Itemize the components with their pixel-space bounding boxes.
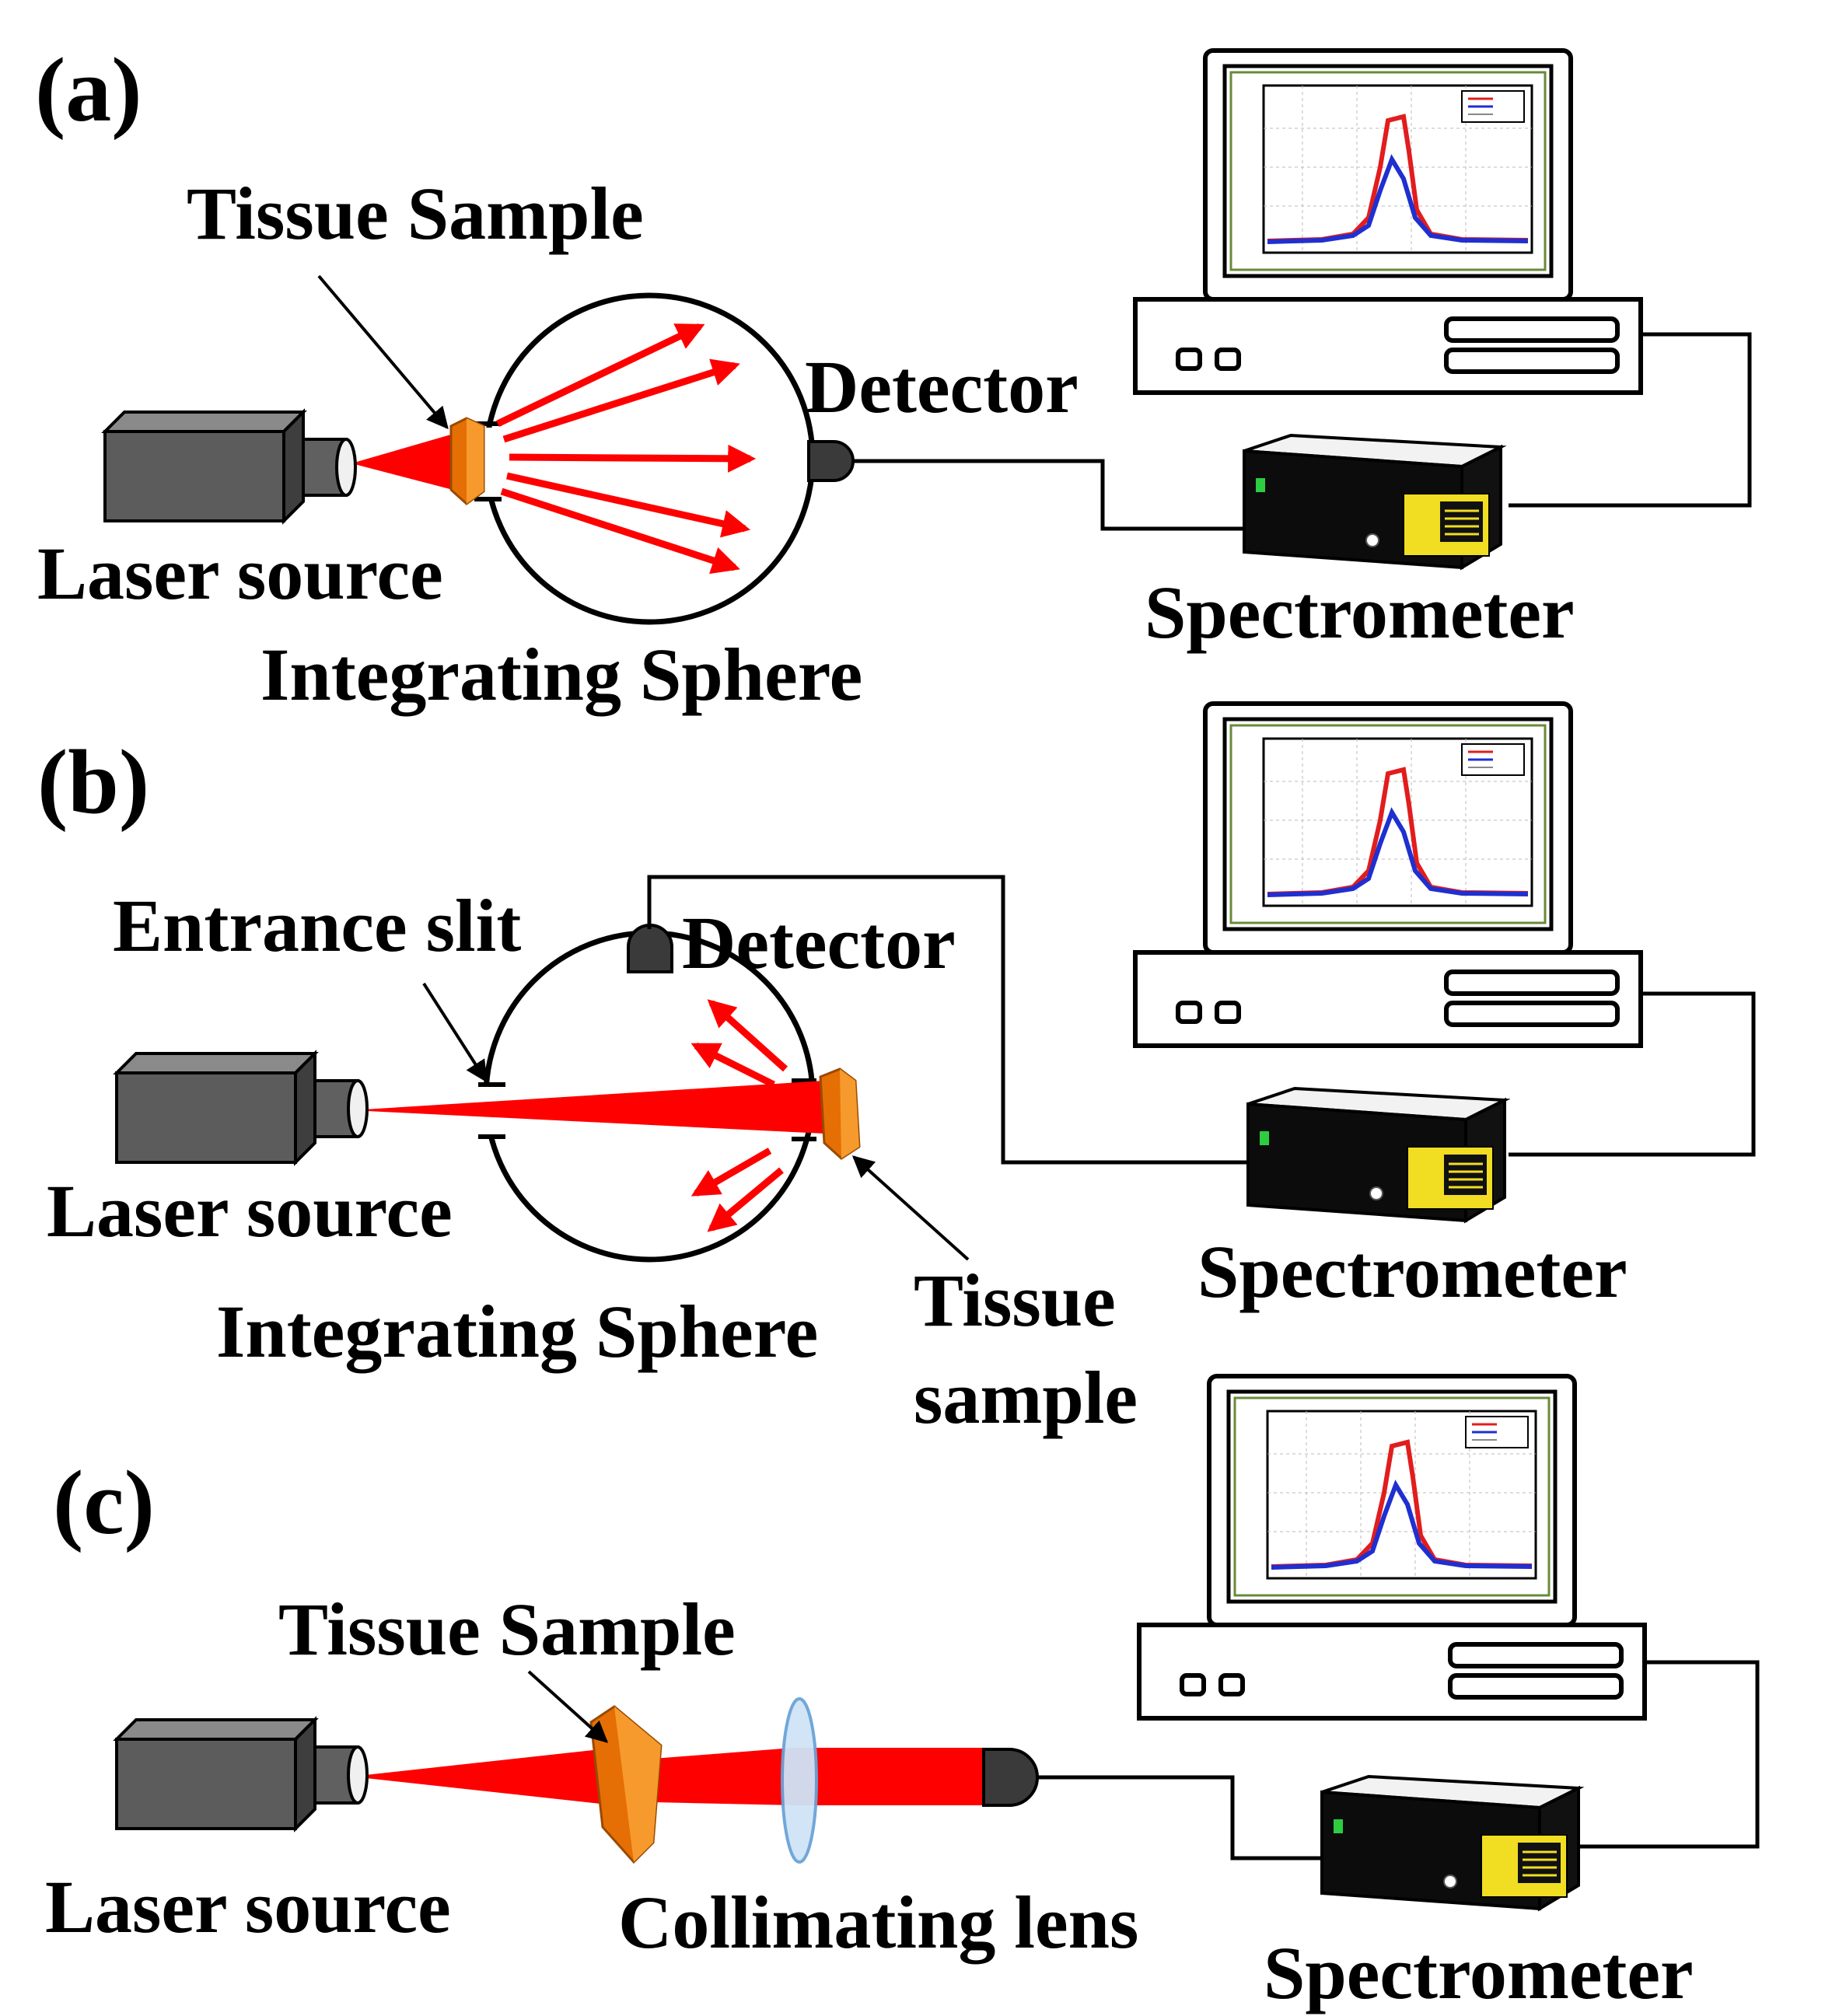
panel-a-fiber-cable bbox=[853, 459, 1260, 531]
panel-b-spectrometer-label: Spectrometer bbox=[1197, 1230, 1627, 1313]
panel-c-tissue-pointer bbox=[527, 1670, 609, 1743]
panel-c-spectrometer-icon bbox=[1320, 1775, 1580, 1910]
panel-c-tissue-sample bbox=[589, 1705, 663, 1864]
panel-c: (c) Tissue Sample Laser source Collimati… bbox=[45, 1376, 1760, 2014]
panel-a-scattered-light bbox=[496, 323, 757, 575]
panel-c-label: (c) bbox=[53, 1452, 155, 1553]
panel-c-laser-beam bbox=[351, 1748, 614, 1805]
panel-b-fiber-cable bbox=[647, 875, 1248, 1165]
panel-a-data-cable bbox=[1509, 332, 1752, 508]
panel-c-fiber-cable bbox=[1038, 1775, 1326, 1861]
panel-b-computer-icon bbox=[1135, 704, 1641, 1046]
panel-a-detector-icon bbox=[807, 440, 855, 482]
panel-b-tissue-label-1: Tissue bbox=[914, 1259, 1116, 1342]
panel-b-detector-icon bbox=[627, 924, 673, 973]
panel-a-laser-beam bbox=[351, 432, 459, 491]
panel-c-laser-label: Laser source bbox=[45, 1865, 451, 1948]
panel-a: (a) Tissue Sample D bbox=[35, 39, 1752, 716]
panel-a-laser-label: Laser source bbox=[37, 532, 443, 615]
panel-c-collimated-beam bbox=[653, 1748, 988, 1805]
panel-b-tissue-pointer bbox=[851, 1155, 970, 1261]
panel-b-slit-label: Entrance slit bbox=[113, 884, 521, 967]
panel-b-laser-source-icon bbox=[115, 1052, 369, 1164]
panel-a-spectrometer-label: Spectrometer bbox=[1145, 571, 1575, 654]
panel-b-label: (b) bbox=[37, 731, 149, 833]
panel-b-scattered-light bbox=[690, 999, 788, 1232]
panel-b-tissue-label-2: sample bbox=[914, 1356, 1138, 1439]
panel-a-label: (a) bbox=[35, 39, 142, 141]
panel-a-detector-label: Detector bbox=[805, 345, 1079, 428]
panel-a-spectrometer-icon bbox=[1243, 434, 1502, 569]
panel-a-tissue-sample bbox=[449, 417, 485, 505]
panel-c-laser-source-icon bbox=[115, 1718, 369, 1830]
panel-b-detector-label: Detector bbox=[682, 901, 956, 984]
panel-c-detector-icon bbox=[982, 1748, 1039, 1807]
panel-b-laser-beam bbox=[351, 1081, 824, 1134]
panel-b-data-cable bbox=[1509, 991, 1756, 1157]
panel-c-tissue-label: Tissue Sample bbox=[278, 1588, 736, 1671]
panel-a-sphere-label: Integrating Sphere bbox=[260, 633, 862, 716]
panel-b-tissue-sample bbox=[819, 1067, 861, 1160]
panel-c-collimating-lens bbox=[781, 1697, 818, 1864]
panel-a-computer-icon bbox=[1135, 51, 1641, 393]
panel-b-slit-pointer bbox=[422, 982, 488, 1083]
panel-c-lens-label: Collimating lens bbox=[618, 1881, 1138, 1964]
panel-b: (b) Entrance sl bbox=[37, 704, 1756, 1439]
panel-b-laser-label: Laser source bbox=[47, 1169, 453, 1253]
panel-a-laser-source-icon bbox=[103, 411, 357, 522]
panel-a-tissue-label: Tissue Sample bbox=[187, 172, 644, 255]
panel-c-data-cable bbox=[1579, 1660, 1760, 1849]
panel-b-spectrometer-icon bbox=[1246, 1087, 1506, 1222]
panel-a-tissue-pointer bbox=[317, 274, 449, 430]
panel-b-sphere-label: Integrating Sphere bbox=[216, 1290, 818, 1373]
panel-c-spectrometer-label: Spectrometer bbox=[1264, 1931, 1694, 2014]
panel-c-computer-icon bbox=[1139, 1376, 1645, 1718]
